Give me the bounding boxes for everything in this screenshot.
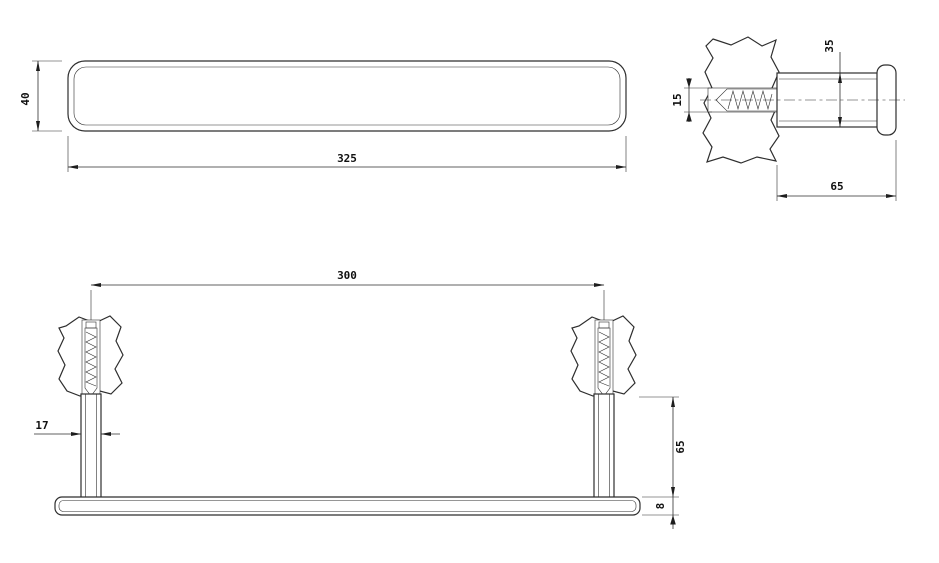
dim-label-325: 325 (337, 152, 357, 165)
dimension-post-width-17: 17 (34, 419, 120, 436)
dim-label-300: 300 (337, 269, 357, 282)
bar-outline (67, 60, 627, 132)
mounted-front-view: 300 17 65 8 (34, 269, 687, 529)
dimension-base-8: 8 (642, 497, 679, 529)
bar-inner-outline (73, 66, 621, 126)
dimension-centers-300: 300 (90, 269, 605, 323)
dim-label-15: 15 (671, 93, 684, 106)
dimension-length-325: 325 (67, 136, 627, 172)
dim-label-40: 40 (19, 92, 32, 105)
dimension-projection-65: 65 (776, 140, 897, 201)
dim-label-bottom-65: 65 (674, 440, 687, 453)
dim-label-8: 8 (654, 503, 667, 510)
base-rail (54, 496, 641, 516)
anchor-assembly-right (570, 315, 637, 397)
dim-label-35: 35 (823, 39, 836, 52)
base-rail-inner (58, 500, 637, 512)
dimension-post-height-65: 65 (639, 396, 687, 498)
bar-front-view: 40 325 (19, 60, 627, 172)
dim-label-17: 17 (35, 419, 48, 432)
wall-section-view: 35 15 65 (671, 36, 905, 201)
anchor-assembly-left (57, 315, 124, 397)
dimension-height-40: 40 (19, 60, 62, 132)
dimension-diameter-35: 35 (823, 39, 842, 128)
post-right (593, 393, 615, 499)
post-left (80, 393, 102, 499)
dimension-anchor-15: 15 (671, 78, 712, 122)
dim-label-side-65: 65 (830, 180, 843, 193)
